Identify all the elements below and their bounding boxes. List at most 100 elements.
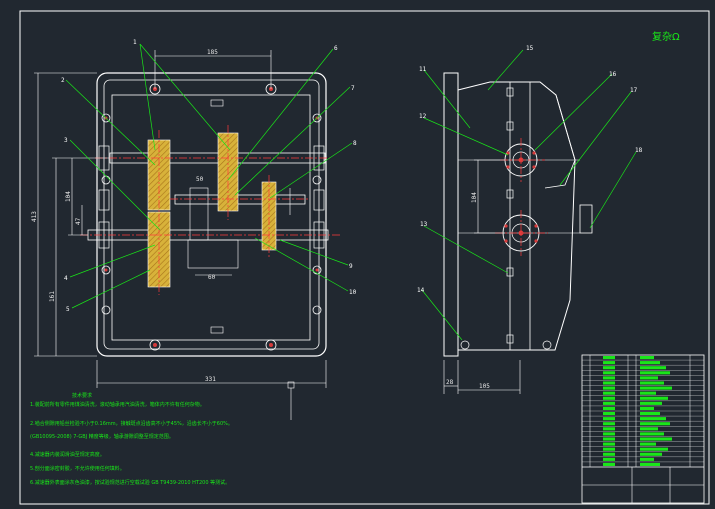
notes-heading: 技术要求 bbox=[72, 392, 92, 399]
dim-hub-width-right: 60 bbox=[208, 274, 216, 281]
gear-hub-mid bbox=[189, 187, 209, 241]
parts-list-material-cell bbox=[640, 386, 672, 390]
side-dimension-lines bbox=[443, 159, 521, 394]
note-line-3: (GB10095-2008) 7-GBJ 精度等级，轴承游隙调整至规定范围。 bbox=[30, 433, 174, 440]
parts-list-name-cell bbox=[603, 452, 615, 456]
balloon-4: 4 bbox=[64, 275, 68, 282]
balloon-9: 9 bbox=[349, 263, 353, 270]
note-line-1: 1.装配前所有零件用煤油清洗，滚动轴承用汽油清洗，箱体内不许有任何杂物。 bbox=[30, 401, 205, 408]
front-balloons: 1 2 3 4 5 6 7 8 9 10 bbox=[61, 39, 357, 313]
bolt-centers bbox=[104, 87, 319, 347]
parts-list-name-cell bbox=[603, 462, 615, 466]
balloon-6: 6 bbox=[334, 45, 338, 52]
parts-list-material-cell bbox=[640, 432, 664, 436]
balloon-17: 17 bbox=[630, 87, 638, 94]
parts-list-material-cell bbox=[640, 356, 654, 360]
parts-list-name-cell bbox=[603, 447, 615, 451]
parts-list-name-cell bbox=[603, 422, 615, 426]
parts-list-name-cell bbox=[603, 417, 615, 421]
parts-list-name-cell bbox=[603, 371, 615, 375]
parts-list-name-cell bbox=[603, 442, 615, 446]
parts-list-name-cell bbox=[603, 361, 615, 365]
side-view: 104 28 105 11 12 13 14 15 16 17 18 bbox=[417, 45, 643, 394]
parts-list-material-cell bbox=[640, 447, 668, 451]
front-centerlines bbox=[80, 125, 340, 295]
dim-overall-width: 331 bbox=[205, 376, 216, 383]
drawing-border bbox=[19, 10, 710, 505]
parts-list-name-cell bbox=[603, 437, 615, 441]
parts-list-name-cell bbox=[603, 356, 615, 360]
note-line-5: 5.剖分面涂密封胶，不允许使用任何填料。 bbox=[30, 465, 125, 472]
parts-list-name-cell bbox=[603, 432, 615, 436]
parts-list-material-cell bbox=[640, 422, 670, 426]
balloon-10: 10 bbox=[349, 289, 357, 296]
side-dim-center-distance: 104 bbox=[471, 192, 478, 203]
dim-top-width: 185 bbox=[207, 49, 218, 56]
balloon-5: 5 bbox=[66, 306, 70, 313]
parts-list-material-cell bbox=[640, 437, 672, 441]
front-dimension-lines bbox=[34, 50, 327, 420]
housing-inner bbox=[111, 94, 311, 341]
dim-overall-height: 413 bbox=[31, 211, 38, 222]
parts-list-material-cell bbox=[640, 396, 668, 400]
parts-list-material-cell bbox=[640, 401, 662, 405]
technical-notes: 技术要求 1.装配前所有零件用煤油清洗，滚动轴承用汽油清洗，箱体内不许有任何杂物… bbox=[30, 392, 233, 486]
hub-lower bbox=[187, 239, 239, 269]
balloon-12: 12 bbox=[419, 113, 427, 120]
parts-list-name-cell bbox=[603, 391, 615, 395]
parts-list-name-cell bbox=[603, 366, 615, 370]
parts-list-name-cell bbox=[603, 396, 615, 400]
side-dim-base-left: 28 bbox=[446, 379, 454, 386]
parts-list-material-cell bbox=[640, 381, 664, 385]
balloon-14: 14 bbox=[417, 287, 425, 294]
parts-list-material-cell bbox=[640, 452, 662, 456]
vent-plug bbox=[210, 99, 224, 107]
front-leaders bbox=[65, 43, 353, 309]
parts-list-name-cell bbox=[603, 386, 615, 390]
dim-bottom-height: 161 bbox=[49, 291, 56, 302]
drain-plug bbox=[210, 326, 224, 334]
side-leaders bbox=[421, 49, 637, 341]
title-mark: 复杂Ω bbox=[652, 30, 680, 43]
side-flange bbox=[443, 72, 459, 357]
parts-list-name-cell bbox=[603, 412, 615, 416]
balloon-3: 3 bbox=[64, 137, 68, 144]
balloon-13: 13 bbox=[420, 221, 428, 228]
parts-list-material-cell bbox=[640, 417, 666, 421]
parts-list-material-cell bbox=[640, 361, 660, 365]
side-centerlines bbox=[495, 138, 548, 256]
parts-list-material-cell bbox=[640, 391, 656, 395]
housing-outer bbox=[96, 72, 327, 357]
note-line-6: 6.减速器外表面涂灰色油漆，按试验规范进行空载试验 GB T9439-2010 … bbox=[30, 479, 230, 486]
parts-list-name-cell bbox=[603, 457, 615, 461]
balloon-15: 15 bbox=[526, 45, 534, 52]
balloon-7: 7 bbox=[351, 85, 355, 92]
balloon-16: 16 bbox=[609, 71, 617, 78]
side-balloons: 11 12 13 14 15 16 17 18 bbox=[417, 45, 643, 294]
dim-hub-width-left: 50 bbox=[196, 176, 204, 183]
balloon-2: 2 bbox=[61, 77, 65, 84]
parts-list-material-cell bbox=[640, 462, 660, 466]
balloon-18: 18 bbox=[635, 147, 643, 154]
parts-list-material-cell bbox=[640, 366, 666, 370]
balloon-11: 11 bbox=[419, 66, 427, 73]
balloon-1: 1 bbox=[133, 39, 137, 46]
title-block bbox=[581, 354, 705, 504]
parts-list-material-cell bbox=[640, 442, 656, 446]
side-inspection-cover bbox=[579, 204, 593, 234]
parts-list-material-cell bbox=[640, 412, 660, 416]
balloon-8: 8 bbox=[353, 140, 357, 147]
parts-list-material-cell bbox=[640, 427, 658, 431]
parts-list-name-cell bbox=[603, 401, 615, 405]
side-dim-base-width: 105 bbox=[479, 383, 490, 390]
note-line-2: 2.啮合侧隙用铅丝检验不小于0.16mm，接触斑点沿齿高不小于45%，沿齿长不小… bbox=[30, 420, 233, 427]
parts-list-name-cell bbox=[603, 427, 615, 431]
parts-list-name-cell bbox=[603, 376, 615, 380]
dim-small: 47 bbox=[75, 217, 82, 225]
parts-list-material-cell bbox=[640, 376, 658, 380]
intermediate-shaft bbox=[174, 194, 306, 205]
parts-list-material-cell bbox=[640, 406, 654, 410]
parts-list-material-cell bbox=[640, 371, 670, 375]
front-view: 185 331 413 161 104 47 60 50 1 2 3 4 5 6 bbox=[31, 39, 357, 420]
flange-bolts bbox=[101, 83, 322, 351]
